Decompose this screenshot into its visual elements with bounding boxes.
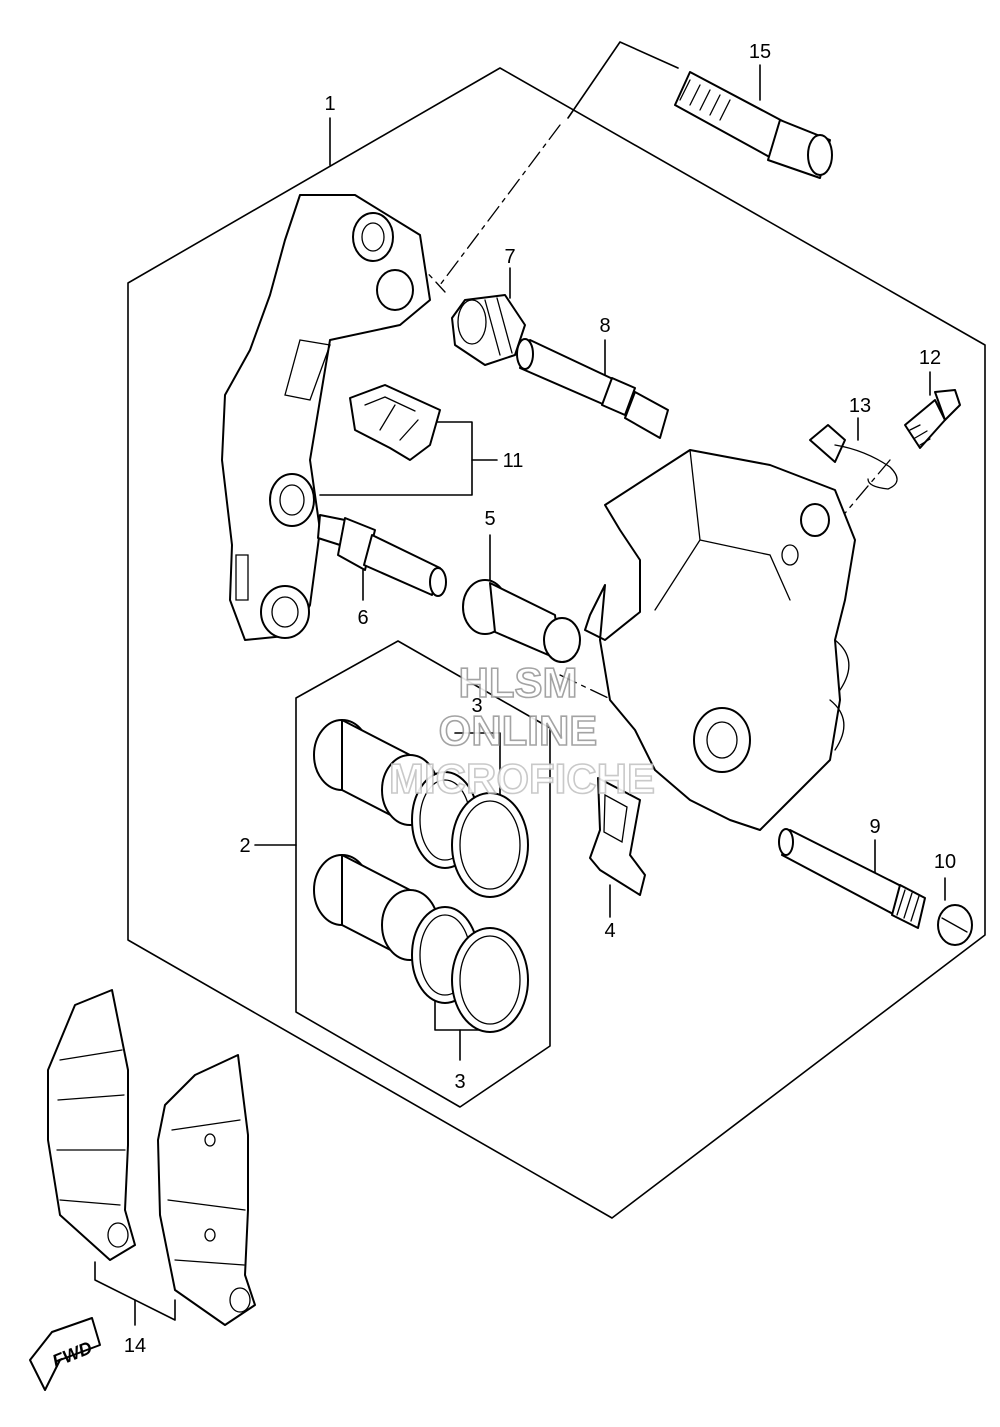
watermark: HLSM ONLINE MICROFICHE bbox=[388, 658, 656, 803]
watermark-line-1: HLSM bbox=[459, 659, 578, 706]
callout-10: 10 bbox=[934, 851, 956, 873]
callout-7: 7 bbox=[504, 246, 515, 268]
boot-part-5 bbox=[462, 579, 581, 663]
callout-3-top: 3 bbox=[471, 695, 482, 717]
callout-9: 9 bbox=[869, 816, 880, 838]
brake-pads-part-14 bbox=[47, 989, 256, 1326]
slide-pin-part-6 bbox=[317, 514, 447, 597]
callout-15: 15 bbox=[749, 41, 771, 63]
callout-11: 11 bbox=[503, 450, 524, 472]
pad-spring-part-4 bbox=[589, 777, 646, 896]
pad-pin-part-9 bbox=[778, 828, 926, 929]
forward-arrow-icon: FWD bbox=[29, 1317, 101, 1391]
assembly-boundary bbox=[127, 67, 986, 1219]
caliper-bracket-part-1 bbox=[221, 194, 431, 641]
bolt-part-15 bbox=[674, 71, 833, 179]
pistons-part-2 bbox=[313, 719, 439, 961]
piston-seals-part-3 bbox=[411, 771, 529, 1033]
caliper-body bbox=[584, 449, 856, 831]
watermark-line-3: MICROFICHE bbox=[389, 755, 655, 802]
callout-6: 6 bbox=[357, 607, 368, 629]
bleeder-part-12 bbox=[904, 389, 961, 449]
leader-lines bbox=[94, 41, 946, 1326]
callout-4: 4 bbox=[604, 920, 615, 942]
piston-kit-boundary bbox=[295, 640, 551, 1108]
callout-5: 5 bbox=[484, 508, 495, 530]
callout-3-bottom: 3 bbox=[454, 1071, 465, 1093]
watermark-line-2: ONLINE bbox=[439, 707, 598, 754]
pad-spring-part-11 bbox=[349, 384, 441, 461]
slide-pin-part-8 bbox=[516, 338, 669, 439]
plug-part-10 bbox=[937, 904, 973, 946]
callout-12: 12 bbox=[919, 347, 941, 369]
callout-1: 1 bbox=[324, 93, 335, 115]
callout-8: 8 bbox=[599, 315, 610, 337]
cap-part-13 bbox=[809, 424, 898, 490]
callout-2: 2 bbox=[239, 835, 250, 857]
callout-numbers: 1 2 3 3 4 5 6 7 8 9 10 11 12 13 14 15 bbox=[124, 41, 956, 1357]
callout-13: 13 bbox=[849, 395, 871, 417]
boot-part-7 bbox=[451, 294, 526, 366]
callout-14: 14 bbox=[124, 1335, 146, 1357]
